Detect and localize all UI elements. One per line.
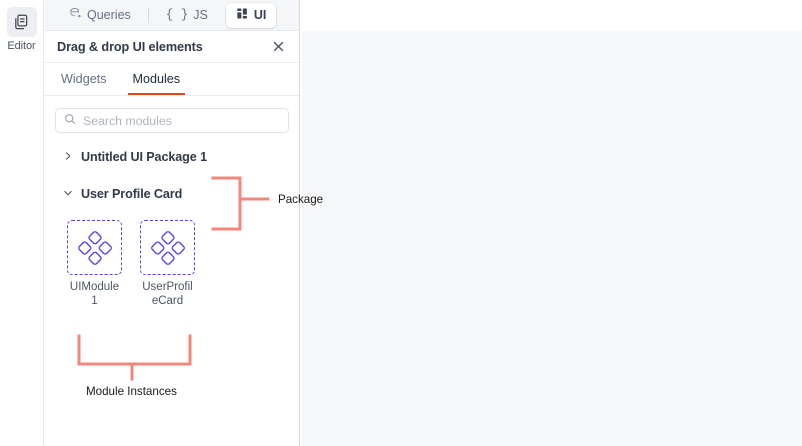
sidebar-item-editor-label: Editor bbox=[7, 40, 36, 52]
pages-stack-icon bbox=[6, 7, 37, 37]
ui-canvas[interactable] bbox=[302, 31, 802, 446]
panel-body: Untitled UI Package 1 User Profile Card bbox=[45, 96, 299, 308]
tab-widgets[interactable]: Widgets bbox=[48, 63, 120, 95]
database-query-icon bbox=[69, 7, 82, 23]
tab-modules[interactable]: Modules bbox=[120, 63, 194, 95]
module-instance-userprofilecard[interactable]: UserProfileCard bbox=[140, 220, 195, 308]
tree-item-label: User Profile Card bbox=[81, 187, 183, 201]
search-modules-field[interactable] bbox=[55, 108, 289, 133]
tab-widgets-label: Widgets bbox=[61, 72, 107, 86]
sidebar-item-editor[interactable]: Editor bbox=[2, 7, 42, 52]
tree-item-untitled-ui-package-1[interactable]: Untitled UI Package 1 bbox=[55, 144, 289, 170]
ui-panel: Queries { } JS UI bbox=[45, 0, 300, 446]
module-instance-label: UIModule1 bbox=[69, 281, 120, 307]
tab-modules-label: Modules bbox=[132, 72, 181, 86]
four-diamonds-module-icon bbox=[67, 220, 122, 275]
left-rail: Editor bbox=[0, 0, 44, 446]
search-icon bbox=[64, 112, 76, 130]
grid-layout-icon bbox=[236, 7, 249, 23]
panel-header: Drag & drop UI elements bbox=[45, 31, 299, 63]
tab-queries-label: Queries bbox=[87, 8, 131, 22]
tab-divider bbox=[147, 7, 149, 23]
tree-item-user-profile-card[interactable]: User Profile Card bbox=[55, 181, 289, 207]
search-input[interactable] bbox=[83, 113, 280, 128]
four-diamonds-module-icon bbox=[140, 220, 195, 275]
tab-ui-label: UI bbox=[253, 8, 267, 22]
module-instance-grid: UIModule1 UserProfileCard bbox=[55, 220, 289, 308]
tab-queries[interactable]: Queries bbox=[59, 3, 141, 28]
module-instance-label: UserProfileCard bbox=[142, 281, 193, 307]
close-icon[interactable] bbox=[269, 38, 287, 56]
editor-tab-strip: Queries { } JS UI bbox=[45, 0, 299, 31]
module-tree: Untitled UI Package 1 User Profile Card bbox=[55, 144, 289, 207]
module-instance-uimodule1[interactable]: UIModule1 bbox=[67, 220, 122, 308]
panel-sub-tabs: Widgets Modules bbox=[45, 63, 299, 96]
tab-js[interactable]: { } JS bbox=[156, 3, 218, 28]
chevron-right-icon[interactable] bbox=[63, 148, 73, 166]
panel-title: Drag & drop UI elements bbox=[57, 39, 203, 54]
chevron-down-icon[interactable] bbox=[63, 185, 73, 203]
tab-ui[interactable]: UI bbox=[225, 2, 277, 28]
curly-braces-icon: { } bbox=[165, 8, 189, 22]
tab-js-label: JS bbox=[193, 8, 208, 22]
tree-item-label: Untitled UI Package 1 bbox=[81, 150, 207, 164]
